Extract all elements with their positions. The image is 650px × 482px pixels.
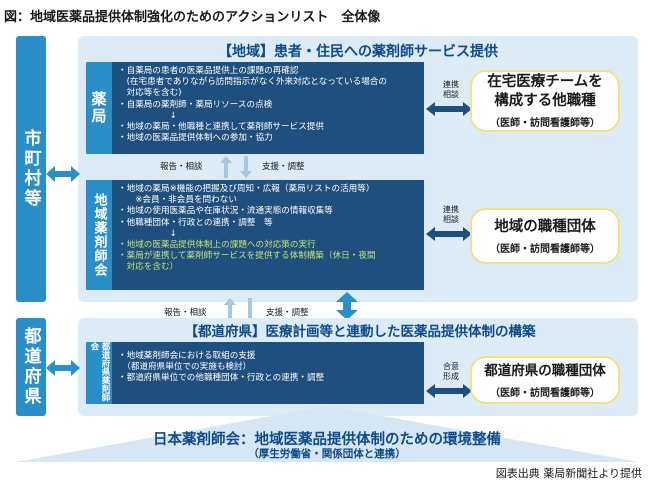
list-item: ・地域の薬局・他職種と連携して薬剤師サービス提供: [118, 122, 324, 133]
list-item: ・地域の薬局※機能の把握及び周知・広報（薬局リストの活用等）: [118, 184, 375, 194]
prefectural-association-label: 都道府県薬剤師会: [89, 342, 110, 402]
up-arrow-icon: [220, 156, 232, 178]
region-panel-title: 【地域】患者・住民への薬剤師サービス提供: [218, 44, 498, 60]
liaison-label-2: 連携相談: [443, 205, 459, 224]
home-care-team-box: 在宅医療チームを構成する他職種 （医師・訪問看護師等）: [470, 70, 620, 132]
list-item: ↓: [118, 110, 177, 121]
municipal-bar: 市町村等: [16, 36, 46, 302]
prefecture-bar-label: 都道府県: [20, 327, 41, 407]
prefectural-association-items-box: ・地域薬剤師会における取組の支援 （都道府県単位での実施も検討） ・都道府県単位…: [112, 342, 424, 404]
liaison-label-1: 連携相談: [443, 80, 459, 99]
list-item: ・地域薬剤師会における取組の支援: [118, 351, 256, 361]
regional-association-items-box: ・地域の薬局※機能の把握及び周知・広報（薬局リストの活用等） ※会員・非会員を問…: [112, 180, 424, 290]
list-item: ・地域の使用医薬品や在庫状況・流通実態の情報収集等: [118, 206, 333, 217]
double-arrow-icon: [426, 102, 472, 116]
prefecture-bar: 都道府県: [16, 318, 46, 416]
regional-professional-orgs-title: 地域の職種団体: [494, 218, 596, 235]
prefecture-double-arrow-icon: [46, 360, 80, 376]
prefectural-professional-orgs-title: 都道府県の職種団体: [484, 362, 606, 379]
municipal-bar-label: 市町村等: [20, 129, 41, 209]
support-adjust-label: 支援・調整: [262, 162, 305, 172]
down-arrow-icon: [240, 156, 252, 178]
double-arrow-icon: [426, 384, 472, 398]
regional-association-label: 地域薬剤師会: [91, 193, 107, 277]
vertical-arrows-upper: [220, 156, 252, 178]
prefectural-professional-orgs-box: 都道府県の職種団体 （医師・訪問看護師等）: [470, 356, 620, 404]
prefectural-association-label-box: 都道府県薬剤師会: [86, 342, 112, 404]
list-item: 対応等を含む): [118, 88, 182, 99]
list-item-highlight: ・地域の医薬品提供体制上の課題への対応策の実行: [118, 240, 316, 251]
home-care-team-title: 在宅医療チームを構成する他職種: [487, 74, 603, 109]
list-item: ・自薬局の薬剤師・薬局リソースの点検: [118, 99, 273, 110]
prefectural-professional-orgs-sub: （医師・訪問看護師等）: [490, 387, 600, 399]
regional-professional-orgs-sub: （医師・訪問看護師等）: [490, 243, 600, 255]
regional-professional-orgs-box: 地域の職種団体 （医師・訪問看護師等）: [470, 208, 620, 264]
list-item: (在宅患者でありながら訪問指示がなく外来対応となっている場合の: [118, 77, 387, 88]
double-arrow-icon: [426, 227, 472, 241]
list-item: ・他職種団体・行政との連携・調整 等: [118, 217, 273, 228]
list-item-highlight: 対応を含む）: [118, 262, 179, 273]
prefecture-panel-title: 【都道府県】医療計画等と連動した医薬品提供体制の構築: [184, 324, 536, 340]
report-consult-label: 報告・相談: [164, 308, 207, 318]
pharmacy-label: 薬局: [89, 91, 108, 125]
home-care-team-sub: （医師・訪問看護師等）: [490, 118, 600, 129]
report-consult-label: 報告・相談: [160, 162, 203, 172]
list-item: ・地域の医薬品提供体制への参加・協力: [118, 133, 273, 144]
support-adjust-label: 支援・調整: [266, 308, 309, 318]
list-item: ・自薬局の患者の医薬品提供上の課題の再確認: [118, 66, 299, 76]
vertical-double-arrow-icon: [336, 292, 358, 320]
foundation-subtitle: （厚生労働省・関係団体と連携）: [248, 448, 406, 460]
consensus-label: 合意形成: [443, 362, 459, 381]
list-item: ※会員・非会員を問わない: [118, 195, 237, 206]
figure-title: 図：地域医薬品提供体制強化のためのアクションリスト 全体像: [4, 10, 381, 25]
list-item: ↓: [118, 228, 177, 239]
pharmacy-items-box: ・自薬局の患者の医薬品提供上の課題の再確認 (在宅患者でありながら訪問指示がなく…: [112, 62, 424, 154]
source-credit: 図表出典 薬局新聞社より提供: [495, 467, 642, 480]
foundation-title: 日本薬剤師会：地域医薬品提供体制のための環境整備: [153, 432, 501, 448]
municipal-double-arrow-icon: [46, 166, 80, 182]
list-item: ・都道府県単位での他職種団体・行政との連携・調整: [118, 373, 325, 384]
list-item: （都道府県単位での実施も検討）: [118, 362, 252, 373]
list-item-highlight: ・薬局が連携して薬剤師サービスを提供する体制構築（休日・夜間: [118, 251, 376, 262]
foundation-triangle: [16, 406, 638, 462]
pharmacy-label-box: 薬局: [86, 62, 112, 154]
regional-association-label-box: 地域薬剤師会: [86, 180, 112, 290]
